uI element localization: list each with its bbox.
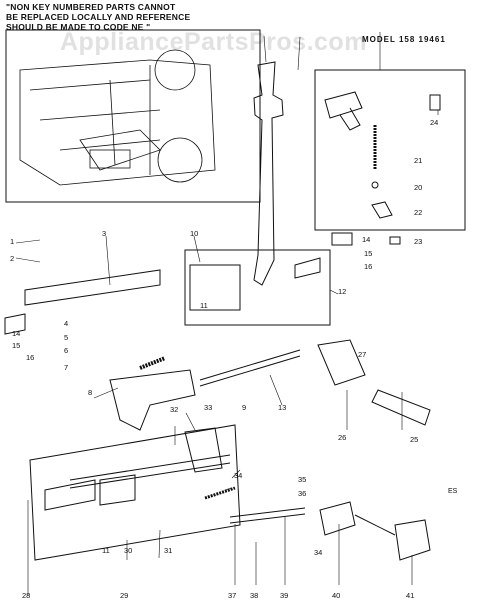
part-label: 37 [228, 591, 236, 600]
part-label: 16 [26, 353, 34, 362]
part-label: 33 [204, 403, 212, 412]
part-label: 27 [358, 350, 366, 359]
part-label: 3 [102, 229, 106, 238]
main-lever [253, 61, 284, 286]
part-label: 5 [64, 333, 68, 342]
part-label: 36 [298, 489, 306, 498]
part-number-labels: 1 2 3 4 5 6 7 8 9 10 11 11 12 13 14 14 1… [10, 118, 438, 600]
part-label: 23 [414, 237, 422, 246]
part-label: 9 [242, 403, 246, 412]
part-label: 2 [10, 254, 14, 263]
code-mark: ES [448, 488, 458, 495]
part-label: 20 [414, 183, 422, 192]
model-number: MODEL 158 19461 [362, 35, 446, 44]
part-label: 32 [170, 405, 178, 414]
part-label: 30 [124, 546, 132, 555]
part-label: 26 [338, 433, 346, 442]
cam-part [317, 339, 366, 386]
watermark: AppliancePartsPros.com [60, 28, 367, 56]
part-label: 31 [164, 546, 172, 555]
part-label: 15 [364, 249, 372, 258]
part-label: 12 [338, 287, 346, 296]
part-label: 35 [298, 475, 306, 484]
inset-machine-view [5, 29, 261, 203]
part-label: 11 [102, 546, 110, 555]
lever-block [184, 427, 223, 473]
part-label: 4 [64, 319, 68, 328]
part-label: 22 [414, 208, 422, 217]
main-shaft [4, 232, 353, 335]
bracket-assembly [109, 369, 196, 431]
part-label: 7 [64, 363, 68, 372]
part-label: 1 [10, 237, 14, 246]
cam-assembly-box [184, 249, 331, 326]
part-label: 40 [332, 591, 340, 600]
part-label: 34 [314, 548, 322, 557]
machine-sketch [19, 49, 216, 186]
part-label: 14 [12, 329, 20, 338]
part-label: 13 [278, 403, 286, 412]
part-label: 34 [234, 471, 242, 480]
upper-right-assembly-box [314, 69, 466, 231]
rod [199, 349, 301, 387]
part-label: 8 [88, 388, 92, 397]
part-label: 25 [410, 435, 418, 444]
part-label: 24 [430, 118, 438, 127]
part-label: 11 [200, 301, 208, 310]
spring [139, 356, 166, 370]
part-label: 10 [190, 229, 198, 238]
part-label: 14 [362, 235, 370, 244]
part-label: 41 [406, 591, 414, 600]
part-label: 39 [280, 591, 288, 600]
part-label: 16 [364, 262, 372, 271]
part-label: 29 [120, 591, 128, 600]
part-label: 38 [250, 591, 258, 600]
lower-assembly-box [29, 424, 241, 561]
reference-note: "NON KEY NUMBERED PARTS CANNOT BE REPLAC… [6, 2, 191, 32]
knob-part [371, 389, 431, 426]
part-label: 21 [414, 156, 422, 165]
part-label: 6 [64, 346, 68, 355]
part-label: 28 [22, 591, 30, 600]
upper-right-parts [324, 91, 441, 245]
part-label: 15 [12, 341, 20, 350]
